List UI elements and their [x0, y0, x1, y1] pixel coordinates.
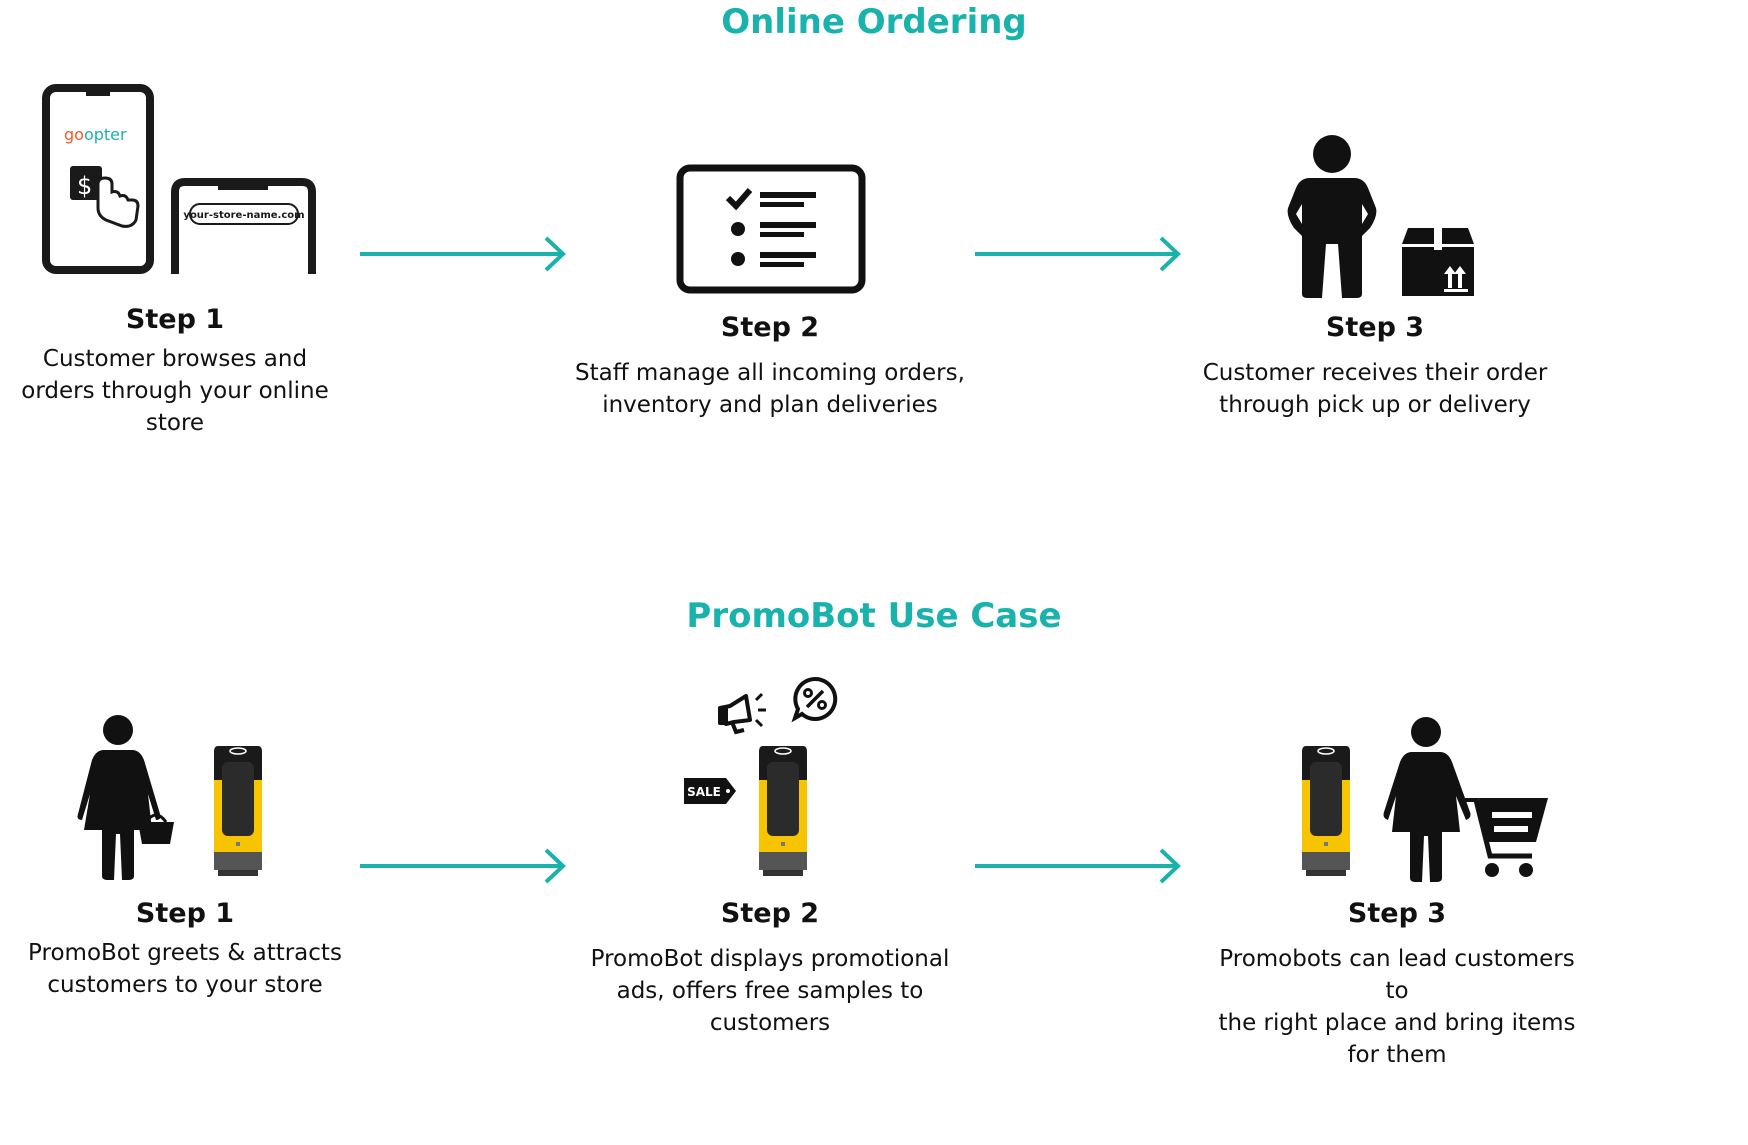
step-description: Staff manage all incoming orders, invent… — [575, 360, 965, 418]
step-promo-2: Step 2 PromoBot displays promotional ads… — [580, 898, 960, 1039]
arrow-right-icon — [360, 236, 566, 272]
store-url: your-store-name.com — [183, 210, 304, 221]
arrow-right-icon — [975, 848, 1181, 884]
step-description: Customer browses and orders through your… — [21, 346, 329, 436]
woman-basket-icon — [77, 715, 174, 880]
percent-bubble-icon — [791, 676, 838, 723]
step-description: Customer receives their order through pi… — [1202, 360, 1548, 418]
arrow-right-icon — [360, 848, 566, 884]
step-title: Step 2 — [720, 312, 820, 343]
checklist-board-icon — [676, 164, 866, 294]
megaphone-icon — [718, 692, 766, 735]
svg-text:$: $ — [77, 172, 92, 200]
person-icon — [1287, 135, 1377, 298]
step-title: Step 1 — [135, 898, 235, 929]
woman-cart-icon — [1383, 717, 1548, 882]
section-title-online-ordering: Online Ordering — [721, 2, 1027, 42]
sale-tag-icon: SALE — [684, 778, 736, 804]
step-description: PromoBot displays promotional ads, offer… — [590, 946, 950, 1036]
step-promo-3: Step 3 Promobots can lead customers to t… — [1212, 898, 1582, 1071]
svg-text:SALE: SALE — [687, 785, 721, 799]
robot-icon — [1302, 746, 1350, 876]
step-online-2: Step 2 Staff manage all incoming orders,… — [570, 312, 970, 421]
step-online-1: Step 1 Customer browses and orders throu… — [10, 304, 340, 439]
step-promo-1: Step 1 PromoBot greets & attracts custom… — [20, 898, 350, 1001]
robot-icon — [214, 746, 262, 876]
step-title: Step 3 — [1347, 898, 1447, 929]
robot-icon — [759, 746, 807, 876]
step-title: Step 3 — [1325, 312, 1425, 343]
svg-text:goopter: goopter — [64, 125, 127, 144]
step-title: Step 1 — [125, 304, 225, 335]
arrow-right-icon — [975, 236, 1181, 272]
smartphone-icon: goopter $ your-store-name.com — [42, 84, 316, 274]
step-online-3: Step 3 Customer receives their order thr… — [1185, 312, 1565, 421]
package-icon — [1402, 228, 1474, 296]
step-description: PromoBot greets & attracts customers to … — [28, 940, 342, 998]
step-title: Step 2 — [720, 898, 820, 929]
step-description: Promobots can lead customers to the righ… — [1218, 946, 1576, 1068]
section-title-promobot: PromoBot Use Case — [686, 596, 1062, 636]
